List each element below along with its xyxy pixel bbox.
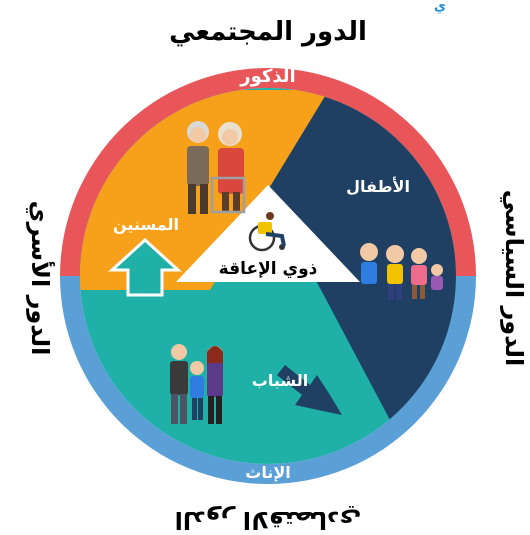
center-label-disability: ذوي الإعاقة — [219, 259, 318, 279]
elderly-couple-icon — [187, 121, 246, 214]
wheelchair-icon — [248, 212, 286, 252]
family-icon — [170, 344, 223, 424]
segment-label-elderly: المسنين — [113, 215, 179, 234]
arrow-down-left — [277, 365, 342, 415]
segment-label-children: الأطفال — [346, 177, 410, 196]
outer-label-family: الدور الأسري — [26, 201, 55, 356]
segment-label-youth: الشباب — [252, 371, 308, 390]
ring-label-female: الإناث — [245, 463, 291, 482]
outer-label-economic: الدور الاقتصادي — [175, 506, 362, 534]
outer-label-political: الدور السياسي — [500, 190, 528, 367]
ring-label-male: الذكور — [239, 66, 295, 87]
arrow-up — [108, 237, 182, 297]
corner-fragment: ي — [434, 0, 446, 14]
children-group-icon — [360, 243, 443, 302]
outer-label-community: الدور المجتمعي — [169, 17, 367, 47]
